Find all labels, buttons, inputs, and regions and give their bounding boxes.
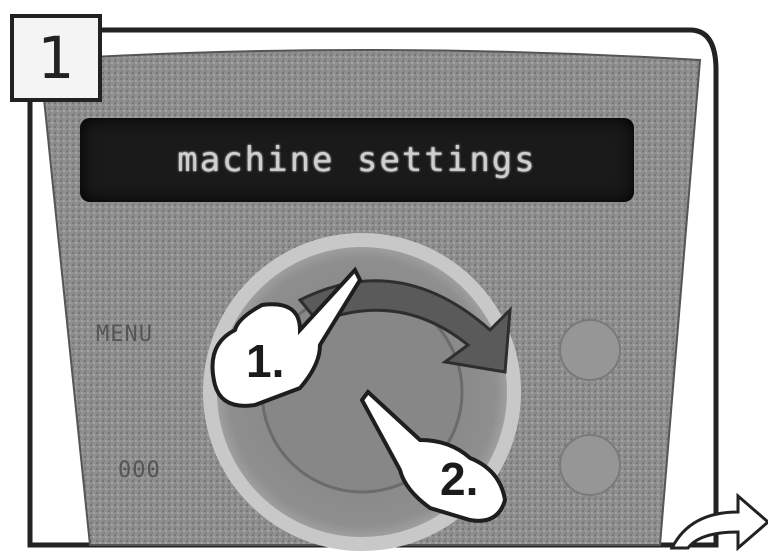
side-label: 000 <box>118 458 161 483</box>
side-button <box>560 435 620 495</box>
step-number: 1 <box>38 24 75 92</box>
display-screen: machine settings <box>80 118 634 202</box>
display-text: machine settings <box>177 140 537 180</box>
step-label-press: 2. <box>440 452 478 506</box>
step-number-badge: 1 <box>10 14 102 102</box>
side-button <box>560 320 620 380</box>
step-label-turn: 1. <box>246 334 284 388</box>
menu-label: MENU <box>96 322 153 347</box>
